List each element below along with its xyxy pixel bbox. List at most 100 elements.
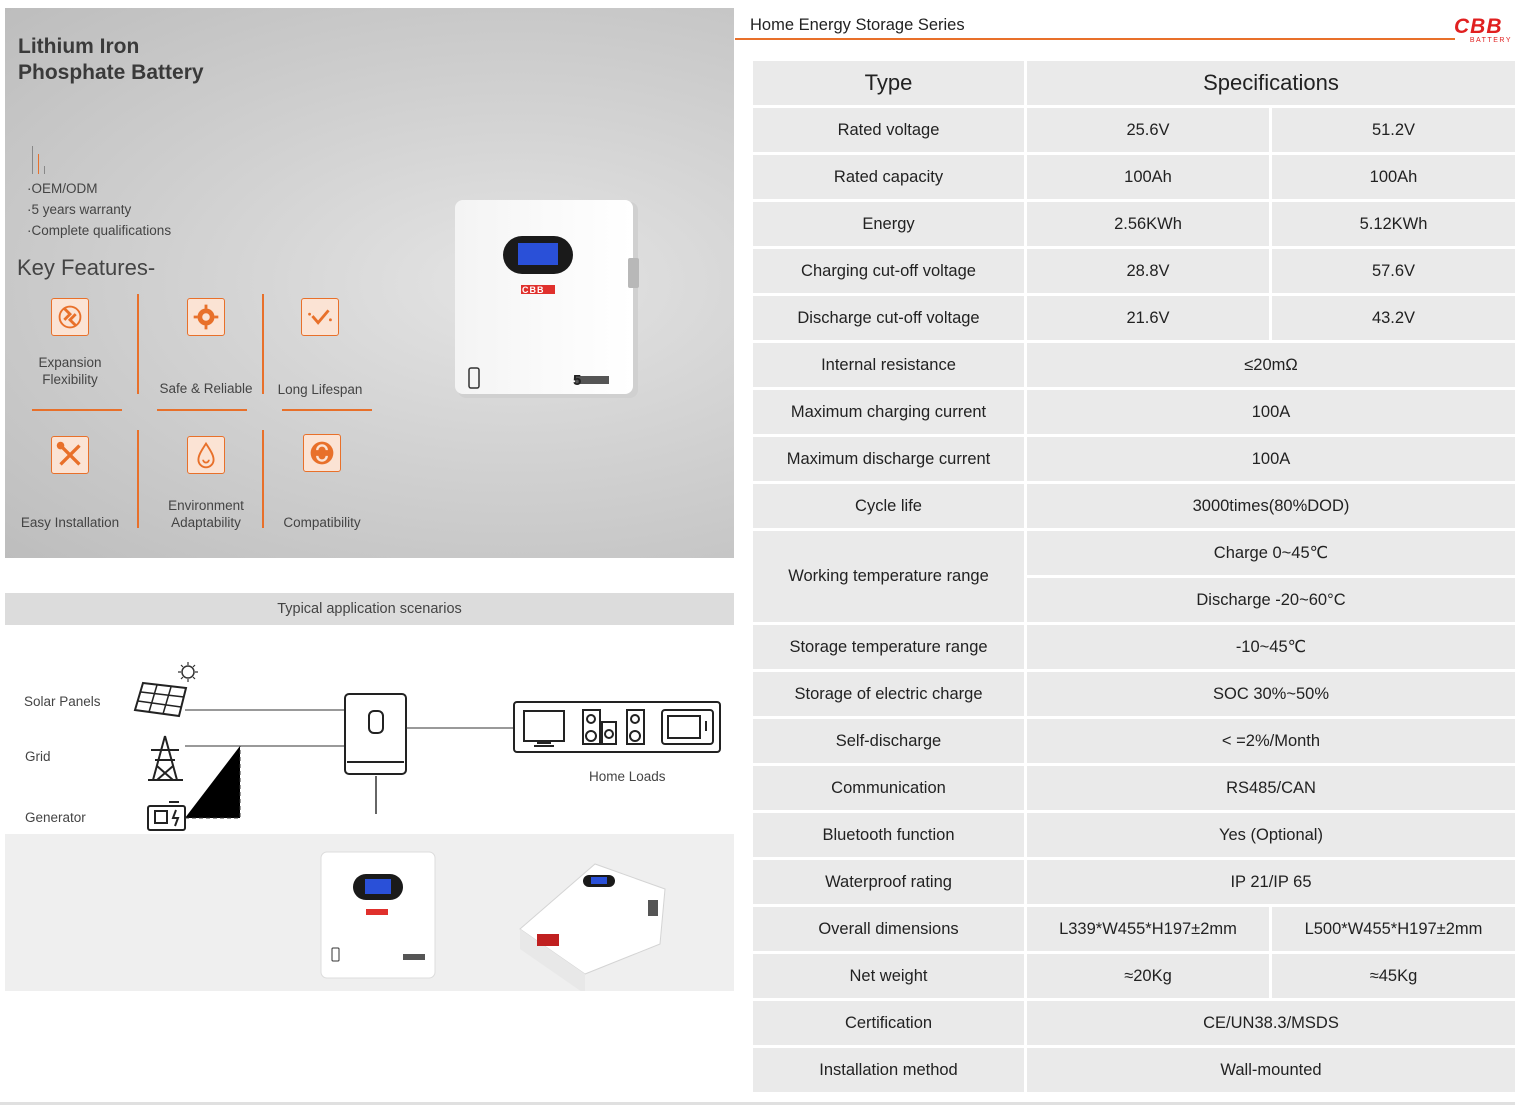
hero-bullets: ·OEM/ODM ·5 years warranty ·Complete qua…: [27, 178, 171, 241]
table-row: Discharge -20~60°C: [753, 578, 1515, 622]
row-value-a: 2.56KWh: [1027, 202, 1269, 246]
scenario-diagram: Solar Panels Grid Generator Home Loads: [5, 626, 734, 834]
feature-label: Environment: [168, 498, 244, 513]
feature-label: Flexibility: [42, 372, 98, 387]
row-label: Maximum discharge current: [753, 437, 1024, 481]
table-row: Storage temperature range-10~45℃: [753, 625, 1515, 669]
shield-gear-icon: [187, 298, 225, 336]
row-label: Communication: [753, 766, 1024, 810]
feature-label: Easy Installation: [20, 515, 120, 530]
row-value-b: 5.12KWh: [1272, 202, 1515, 246]
home-loads-icon: [513, 701, 721, 753]
row-value-a: 21.6V: [1027, 296, 1269, 340]
divider: [282, 409, 372, 411]
hero-title-line2: Phosphate Battery: [18, 61, 204, 84]
feature-compatibility: Compatibility: [259, 434, 385, 536]
spec-header: Home Energy Storage Series: [750, 16, 965, 34]
row-value: -10~45℃: [1027, 625, 1515, 669]
row-value-a: ≈20Kg: [1027, 954, 1269, 998]
row-value-b: ≈45Kg: [1272, 954, 1515, 998]
row-label: Waterproof rating: [753, 860, 1024, 904]
generator-label: Generator: [25, 810, 86, 825]
col-type: Type: [753, 61, 1024, 105]
row-label: Discharge cut-off voltage: [753, 296, 1024, 340]
row-value-b: 57.6V: [1272, 249, 1515, 293]
row-value: CE/UN38.3/MSDS: [1027, 1001, 1515, 1045]
row-label: Storage of electric charge: [753, 672, 1024, 716]
battery-capacity: 5: [573, 372, 582, 389]
grid-tower-icon: [148, 735, 183, 781]
row-label: Storage temperature range: [753, 625, 1024, 669]
divider: [262, 294, 264, 394]
feature-expansion: Expansion Flexibility: [7, 298, 133, 398]
sun-icon: [178, 662, 198, 682]
feature-label: Compatibility: [283, 515, 361, 530]
row-label: Cycle life: [753, 484, 1024, 528]
row-value: ≤20mΩ: [1027, 343, 1515, 387]
cbb-logo: CBB BATTERY: [1454, 15, 1512, 44]
row-label: Internal resistance: [753, 343, 1024, 387]
scenarios-title: Typical application scenarios: [5, 593, 734, 625]
check-icon: [301, 298, 339, 336]
row-label: Maximum charging current: [753, 390, 1024, 434]
bullet-item: ·Complete qualifications: [27, 223, 172, 238]
row-label: Charging cut-off voltage: [753, 249, 1024, 293]
row-value: 3000times(80%DOD): [1027, 484, 1515, 528]
row-value: SOC 30%~50%: [1027, 672, 1515, 716]
logo-subtext: BATTERY: [1469, 37, 1512, 44]
divider: [157, 409, 247, 411]
table-row: Self-discharge< =2%/Month: [753, 719, 1515, 763]
row-value: 100A: [1027, 390, 1515, 434]
row-value-a: 28.8V: [1027, 249, 1269, 293]
grid-label: Grid: [25, 749, 51, 764]
row-value-a: L339*W455*H197±2mm: [1027, 907, 1269, 951]
bars-icon: [32, 146, 52, 174]
row-label: Net weight: [753, 954, 1024, 998]
row-label: Energy: [753, 202, 1024, 246]
header-rule: [735, 38, 1455, 40]
feature-lifespan: Long Lifespan: [257, 298, 383, 398]
feature-installation: Easy Installation: [7, 436, 133, 536]
row-value: RS485/CAN: [1027, 766, 1515, 810]
diagram-lines: [133, 662, 721, 831]
product-photos: [5, 834, 734, 994]
feature-safe: Safe & Reliable: [143, 298, 269, 398]
divider: [32, 409, 122, 411]
row-label: Self-discharge: [753, 719, 1024, 763]
row-label: Working temperature range: [753, 531, 1024, 622]
hero-title: Lithium Iron Phosphate Battery: [18, 34, 204, 86]
expansion-icon: [51, 298, 89, 336]
feature-label: Adaptability: [171, 515, 241, 530]
feature-environment: Environment Adaptability: [143, 436, 269, 536]
table-header-row: Type Specifications: [753, 61, 1515, 105]
divider: [137, 294, 139, 394]
solar-label: Solar Panels: [24, 694, 101, 709]
logo-text: CBB: [1454, 15, 1503, 38]
bottom-rule: [0, 1102, 1515, 1105]
row-value: < =2%/Month: [1027, 719, 1515, 763]
row-value: Discharge -20~60°C: [1027, 578, 1515, 622]
row-value: IP 21/IP 65: [1027, 860, 1515, 904]
row-value: 100A: [1027, 437, 1515, 481]
divider: [262, 430, 264, 528]
feature-label: Expansion: [38, 355, 102, 370]
row-value-b: 100Ah: [1272, 155, 1515, 199]
row-value-b: 43.2V: [1272, 296, 1515, 340]
row-label: Overall dimensions: [753, 907, 1024, 951]
inverter-icon: [344, 693, 407, 775]
compatibility-icon: [303, 434, 341, 472]
row-label: Installation method: [753, 1048, 1024, 1092]
row-value-a: 25.6V: [1027, 108, 1269, 152]
battery-logo: CBB: [522, 285, 545, 295]
row-value: Wall-mounted: [1027, 1048, 1515, 1092]
